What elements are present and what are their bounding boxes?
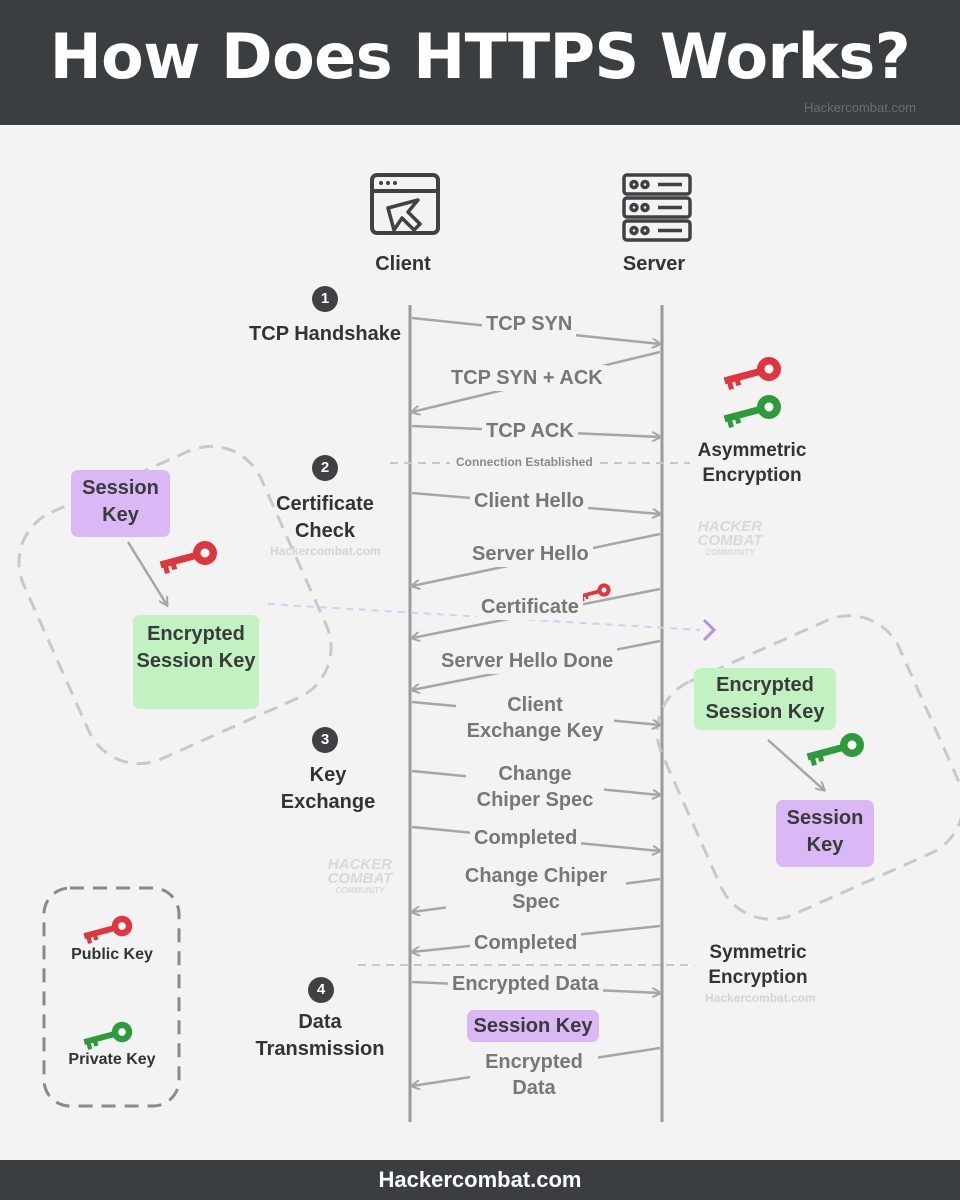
data-session-key-chip: Session Key <box>467 1010 599 1042</box>
message-encrypted-data-server: Encrypted Data <box>470 1049 598 1101</box>
client-label: Client <box>375 253 431 275</box>
step-3-badge: 3 <box>312 727 338 753</box>
message-tcp-syn: TCP SYN <box>482 311 577 337</box>
watermark-symmetric: Hackercombat.com <box>705 991 816 1005</box>
footer-site-label: Hackercombat.com <box>378 1167 582 1192</box>
server-label: Server <box>622 253 686 275</box>
right-session-key-chip: Session Key <box>776 800 874 867</box>
message-client-exchange-key: Client Exchange Key <box>456 692 614 744</box>
header-watermark: Hackercombat.com <box>804 100 916 115</box>
message-client-hello: Client Hello <box>470 488 589 514</box>
right-key-panel-outline <box>655 614 960 921</box>
left-panel-public-key-icon <box>157 538 220 577</box>
server-rack-icon <box>622 173 692 242</box>
asymmetric-public-key-icon <box>721 354 784 393</box>
message-server-hello: Server Hello <box>468 541 593 567</box>
asymmetric-encryption-label: Asymmetric Encryption <box>697 440 807 486</box>
message-tcp-ack: TCP ACK <box>482 418 578 444</box>
message-server-hello-done: Server Hello Done <box>437 648 618 674</box>
message-completed-client: Completed <box>470 825 582 851</box>
legend-public-key-label: Public Key <box>71 946 153 963</box>
message-encrypted-data-client: Encrypted Data <box>448 971 603 997</box>
step-4-label: Data Transmission <box>255 1011 385 1060</box>
left-session-key-chip: Session Key <box>71 470 170 537</box>
client-monitor-icon <box>370 173 440 235</box>
page-title: How Does HTTPS Works? <box>49 20 911 93</box>
hackercombat-logo-left: HACKER COMBAT COMMUNITY <box>327 856 393 895</box>
step-1-label: TCP Handshake <box>249 323 401 345</box>
hackercombat-logo-right: HACKER COMBAT COMMUNITY <box>697 518 763 557</box>
connection-established-label: Connection Established <box>450 455 599 469</box>
right-panel-arrow <box>767 739 824 790</box>
message-change-chiper-spec-client: Change Chiper Spec <box>466 761 604 813</box>
step-2-badge: 2 <box>312 455 338 481</box>
left-encrypted-session-key-chip: Encrypted Session Key <box>133 615 259 709</box>
header-bar: How Does HTTPS Works? Hackercombat.com <box>0 0 960 125</box>
step-2-label: Certificate Check <box>276 493 374 542</box>
transfer-pointer-chevron <box>702 618 717 642</box>
asymmetric-private-key-icon <box>721 392 784 431</box>
symmetric-encryption-label: Symmetric Encryption <box>708 942 808 988</box>
message-tcp-syn-ack: TCP SYN + ACK <box>447 365 607 391</box>
left-panel-arrow <box>126 541 167 605</box>
step-1-badge: 1 <box>312 286 338 312</box>
message-change-chiper-spec-server: Change Chiper Spec <box>446 863 626 915</box>
step-4-badge: 4 <box>308 977 334 1003</box>
footer-bar: Hackercombat.com <box>0 1160 960 1200</box>
message-completed-server: Completed <box>470 930 582 956</box>
legend-private-key-icon <box>81 1019 135 1052</box>
watermark-certificate: Hackercombat.com <box>270 544 381 558</box>
legend-public-key-icon <box>81 913 135 946</box>
right-panel-private-key-icon <box>804 730 867 769</box>
message-certificate: Certificate <box>477 594 583 620</box>
legend-outline <box>42 886 181 1108</box>
legend-private-key-label: Private Key <box>68 1051 156 1068</box>
step-3-label: Key Exchange <box>280 764 376 813</box>
right-encrypted-session-key-chip: Encrypted Session Key <box>694 668 836 730</box>
